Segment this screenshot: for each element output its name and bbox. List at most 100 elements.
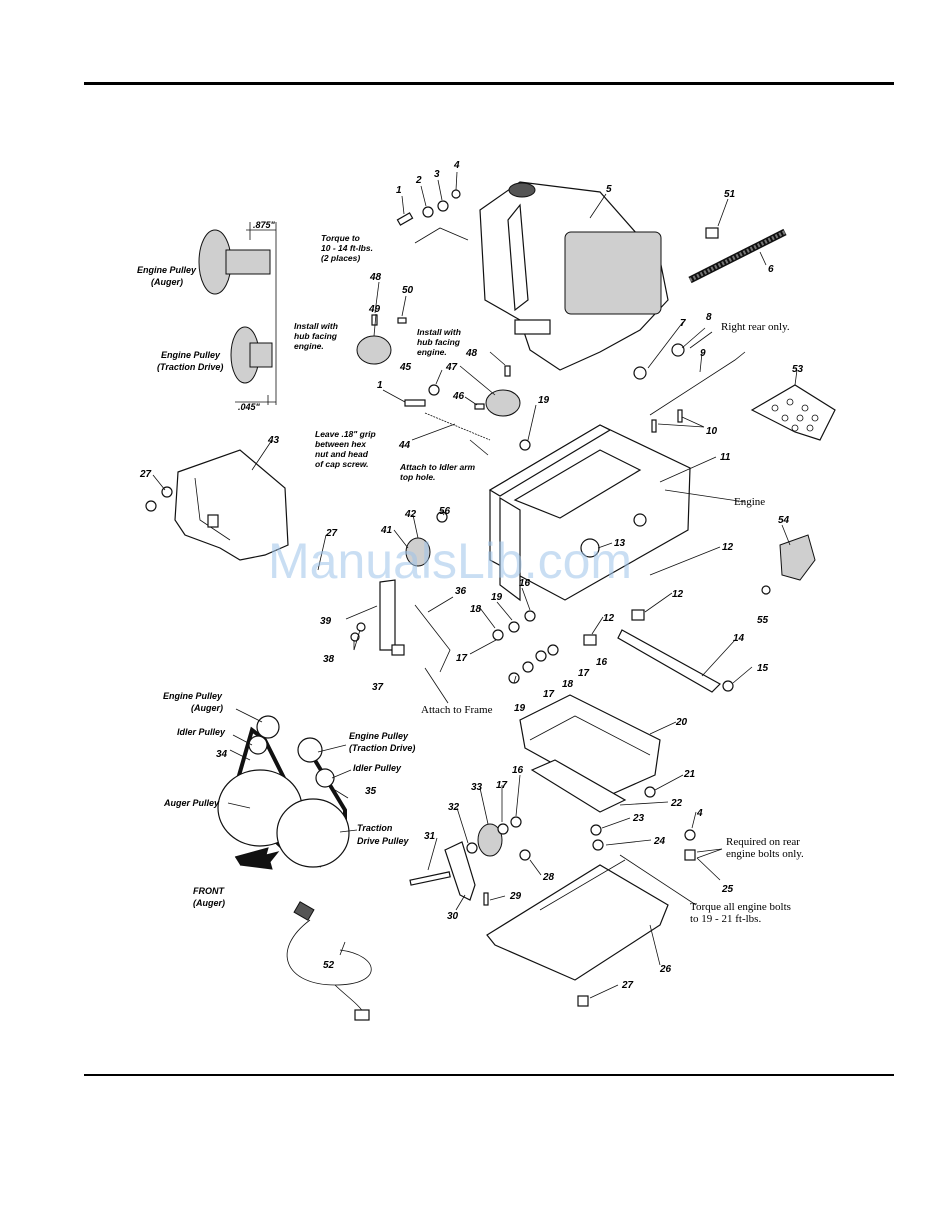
- install-hub-a-1: Install with: [294, 321, 338, 331]
- callout-33: 33: [471, 782, 483, 793]
- install-hub-b-2: hub facing: [417, 337, 461, 347]
- callout-43: 43: [267, 435, 280, 446]
- callout-50: 50: [402, 285, 414, 296]
- callout-19c: 19: [514, 703, 526, 714]
- rod-9: [649, 351, 746, 416]
- top-rule: [84, 82, 894, 85]
- bar-14: [617, 629, 721, 693]
- bracket-37-tab: [391, 644, 405, 656]
- callout-4b: 4: [696, 808, 703, 819]
- screw-55: [761, 585, 771, 595]
- callout-18b: 18: [562, 679, 574, 690]
- washer-17d: [497, 823, 509, 835]
- leave-grip-4: of cap screw.: [315, 459, 369, 469]
- annotation-labels: .875" .045" Engine Pulley (Auger) Engine…: [137, 220, 804, 925]
- nut-7: [633, 366, 647, 380]
- callout-10: 10: [706, 426, 718, 437]
- callout-26: 26: [659, 964, 672, 975]
- linkage-rod: [414, 227, 469, 244]
- callout-55: 55: [757, 615, 769, 626]
- washer-3: [437, 200, 449, 212]
- block-12b: [631, 609, 645, 621]
- callout-14: 14: [733, 633, 745, 644]
- engine-label: Engine: [734, 496, 765, 508]
- callout-20: 20: [675, 717, 688, 728]
- engine-pulley-inset: [198, 222, 277, 405]
- spring-36: [414, 604, 451, 673]
- callout-1: 1: [396, 185, 402, 196]
- callout-27a: 27: [139, 469, 152, 480]
- right-rear-only: Right rear only.: [721, 321, 790, 333]
- hardware-stack-upper: [492, 610, 536, 641]
- belt-traction-1: Traction: [357, 823, 393, 833]
- watermark: ManualsLib.com: [268, 533, 632, 589]
- bolt-21: [644, 786, 656, 798]
- callout-13: 13: [614, 538, 626, 549]
- callout-28: 28: [542, 872, 555, 883]
- dim-875: .875": [253, 220, 276, 230]
- screw-15: [722, 680, 734, 692]
- torque-note-3: (2 places): [321, 253, 360, 263]
- belt-idler-1: Idler Pulley: [177, 727, 226, 737]
- callout-5: 5: [606, 184, 612, 195]
- bolt-1: [396, 212, 414, 226]
- base-plate-26: [486, 859, 669, 981]
- setscrew-48a: [371, 314, 378, 326]
- engine-pulley-auger-title: Engine Pulley: [137, 265, 197, 275]
- bracket-22: [530, 759, 627, 813]
- callout-23: 23: [632, 813, 645, 824]
- clip-51: [705, 227, 719, 239]
- torque-note-2: 10 - 14 ft-lbs.: [321, 243, 373, 253]
- callout-27b: 27: [325, 528, 338, 539]
- callout-17b: 17: [578, 668, 590, 679]
- nut-8: [671, 343, 685, 357]
- callout-47: 47: [445, 362, 458, 373]
- callout-36: 36: [455, 586, 467, 597]
- cable-6: [688, 228, 787, 284]
- callout-11: 11: [720, 452, 731, 463]
- callout-16b: 16: [596, 657, 608, 668]
- spring-44: [424, 412, 491, 441]
- callout-41: 41: [380, 525, 393, 536]
- callout-18a: 18: [470, 604, 482, 615]
- pulley-49: [356, 335, 392, 365]
- torque-note-1: Torque to: [321, 233, 360, 243]
- attach-frame: Attach to Frame: [421, 704, 493, 716]
- torque-all-2: to 19 - 21 ft-lbs.: [690, 913, 761, 925]
- nut-16c: [510, 816, 522, 828]
- callout-8: 8: [706, 312, 712, 323]
- install-hub-a-2: hub facing: [294, 331, 338, 341]
- install-hub-b-3: engine.: [417, 347, 447, 357]
- hardware-stack-lower: [508, 644, 559, 684]
- required-rear-2: engine bolts only.: [726, 848, 804, 860]
- washer-28: [519, 849, 531, 861]
- washer-32: [466, 842, 478, 854]
- torque-all-1: Torque all engine bolts: [690, 901, 791, 913]
- leave-grip-3: nut and head: [315, 449, 369, 459]
- attach-idler-2: top hole.: [400, 472, 435, 482]
- front-label: FRONT: [193, 886, 225, 896]
- belt-engine-auger-2: (Auger): [191, 703, 223, 713]
- idler-bracket-37: [379, 579, 396, 651]
- key-46: [474, 403, 485, 410]
- callout-15: 15: [757, 663, 769, 674]
- callout-51: 51: [724, 189, 736, 200]
- callout-17c: 17: [543, 689, 555, 700]
- bolt-1b: [404, 399, 426, 407]
- screw-27c: [577, 995, 589, 1007]
- callout-25: 25: [721, 884, 734, 895]
- belt-engine-traction-1: Engine Pulley: [349, 731, 409, 741]
- bolt-24: [592, 839, 604, 851]
- callout-22: 22: [670, 798, 683, 809]
- callout-27c: 27: [621, 980, 634, 991]
- lockwasher-4: [451, 189, 461, 199]
- callout-30: 30: [447, 911, 459, 922]
- lockwasher-4b: [684, 829, 696, 841]
- callout-12b: 12: [672, 589, 684, 600]
- callout-32: 32: [448, 802, 460, 813]
- attach-idler-1: Attach to Idler arm: [399, 462, 476, 472]
- install-hub-a-3: engine.: [294, 341, 324, 351]
- callout-39: 39: [320, 616, 332, 627]
- callout-16a: 16: [519, 578, 531, 589]
- screw-38: [356, 622, 366, 632]
